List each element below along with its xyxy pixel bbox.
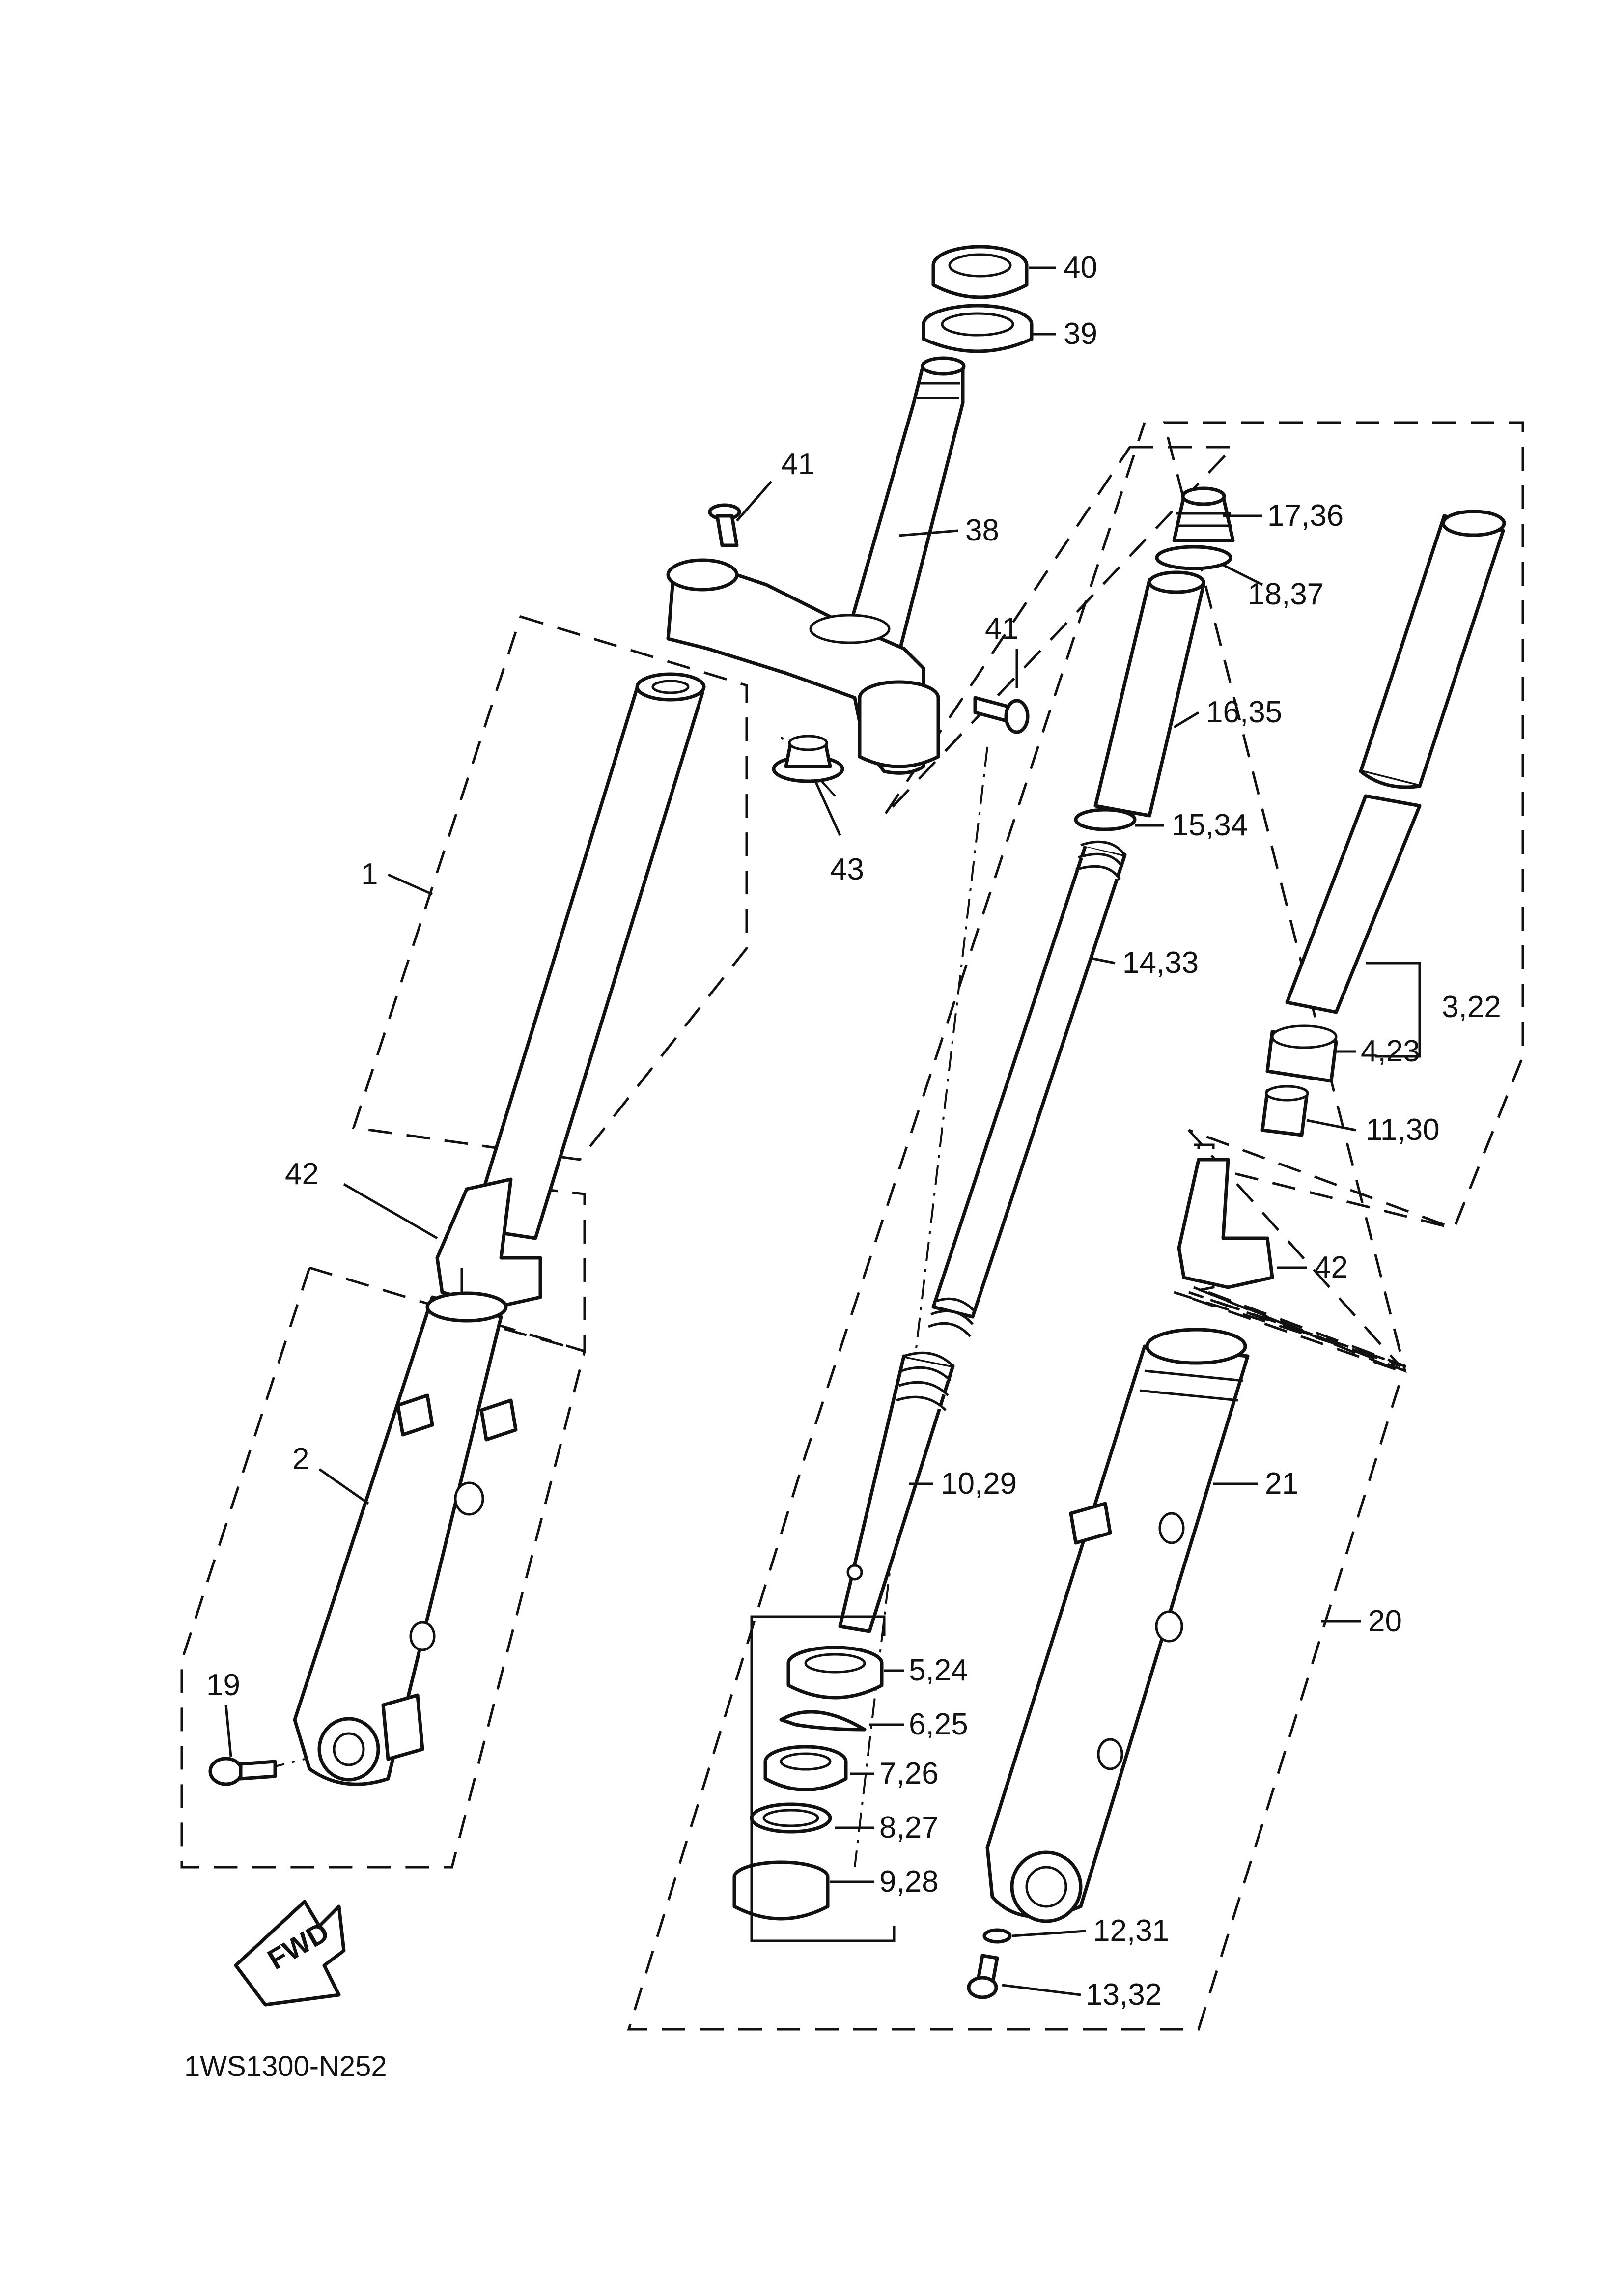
spacer-16-35 — [1093, 570, 1205, 818]
bushing-8-27 — [750, 1802, 832, 1834]
washer-12-31 — [982, 1928, 1012, 1944]
slide-bushing-4-23 — [1265, 1024, 1338, 1083]
outer-tube-left — [293, 1291, 518, 1786]
fork-spring-14-33 — [928, 840, 1127, 1337]
callout-42-left: 42 — [285, 1157, 319, 1191]
callout-11-30: 11,30 — [1366, 1113, 1440, 1147]
bushing-9-28 — [732, 1860, 830, 1921]
race-39 — [922, 304, 1034, 353]
callout-5-24: 5,24 — [909, 1653, 968, 1687]
callout-41-top: 41 — [781, 447, 815, 481]
bracket-5-9 — [750, 1615, 896, 1942]
callout-4-23: 4,23 — [1361, 1034, 1420, 1068]
callout-40: 40 — [1064, 251, 1097, 284]
group-20-lower-outline — [627, 422, 1407, 2031]
diagram-code: 1WS1300-N252 — [184, 2050, 387, 2082]
callout-42-right: 42 — [1314, 1250, 1348, 1284]
under-bracket — [666, 558, 940, 775]
callout-10-29: 10,29 — [941, 1467, 1017, 1501]
group-1-outline — [352, 615, 748, 1161]
callout-2: 2 — [292, 1442, 309, 1476]
inner-tube-left — [470, 672, 706, 1240]
bolt-13-32 — [967, 1954, 999, 1999]
group-20-outline — [1162, 421, 1524, 1373]
bolt-41-side — [973, 696, 1030, 734]
callout-1: 1 — [361, 857, 378, 891]
callout-3-22: 3,22 — [1442, 990, 1501, 1024]
bolt-19 — [208, 1757, 277, 1786]
steering-stem-38 — [843, 356, 966, 655]
callout-17-36: 17,36 — [1267, 499, 1344, 533]
fork-cover-42-left — [435, 1177, 542, 1309]
callout-15-34: 15,34 — [1172, 808, 1248, 842]
group-stem-outline — [883, 446, 1236, 817]
callout-43: 43 — [830, 852, 864, 886]
o-ring-18-37 — [1155, 545, 1232, 570]
leader-lines — [224, 266, 1361, 1996]
callout-7-26: 7,26 — [879, 1757, 939, 1790]
bolt-41-top — [708, 503, 741, 547]
callout-20: 20 — [1368, 1604, 1402, 1638]
nut-43 — [772, 735, 844, 783]
cap-bolt-17-36 — [1172, 486, 1235, 542]
callout-38: 38 — [965, 513, 999, 547]
group-20-outer-outline — [1164, 421, 1524, 1230]
washer-7-26 — [763, 1745, 848, 1791]
callout-14-33: 14,33 — [1122, 946, 1199, 980]
outer-tube-right — [985, 1328, 1250, 1923]
callout-12-31: 12,31 — [1093, 1914, 1169, 1948]
clip-6-25 — [779, 1710, 867, 1732]
callout-8-27: 8,27 — [879, 1811, 939, 1845]
callout-18-37: 18,37 — [1248, 577, 1324, 611]
fwd-arrow-icon: FWD — [234, 1900, 346, 2007]
washer-15-34 — [1074, 808, 1137, 831]
damper-rod-10-29 — [838, 1351, 955, 1633]
oil-seal-5-24 — [786, 1646, 884, 1700]
callout-39: 39 — [1064, 317, 1097, 351]
group-2-outline — [180, 1266, 587, 1869]
bearing-40 — [931, 245, 1029, 299]
callout-19: 19 — [206, 1668, 240, 1702]
callout-9-28: 9,28 — [879, 1865, 939, 1899]
inner-tube-right — [1285, 510, 1506, 1014]
callout-41-side: 41 — [985, 612, 1019, 646]
guide-bushing-11-30 — [1260, 1085, 1309, 1137]
callout-21: 21 — [1265, 1467, 1299, 1501]
callout-13-32: 13,32 — [1086, 1978, 1162, 2012]
fork-cover-42-right — [1177, 1158, 1274, 1289]
bracket-3-22-4-23 — [1366, 962, 1421, 1058]
callout-16-35: 16,35 — [1206, 695, 1282, 729]
callout-labels: 40 39 41 38 41 43 17,36 18,37 16,35 15,3… — [206, 251, 1501, 2012]
callout-6-25: 6,25 — [909, 1707, 968, 1741]
